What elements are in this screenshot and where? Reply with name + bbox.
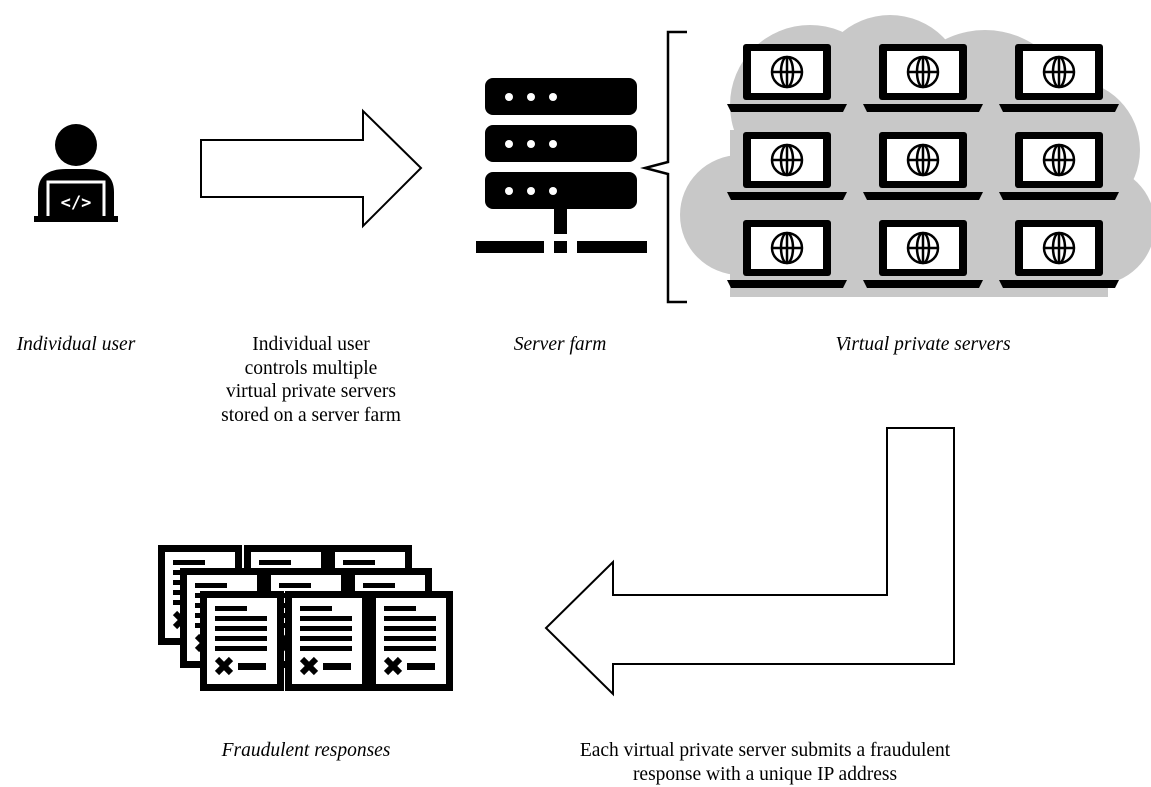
virtual-private-servers-label: Virtual private servers [835,334,1011,355]
document-x-icon [369,591,453,691]
submits-line: response with a unique IP address [632,763,898,785]
fraudulent-responses-label: Fraudulent responses [221,740,391,761]
document-x-icon [285,591,369,691]
right-arrow-icon [200,108,423,229]
controls-description: Individual user controls multiple virtua… [191,333,431,427]
bent-down-left-arrow-icon [544,427,955,697]
individual-user-label: Individual user [16,334,136,355]
controls-line: stored on a server farm [221,404,401,426]
vps-grid [725,42,1121,290]
controls-line: virtual private servers [225,381,396,402]
server-farm-label: Server farm [513,334,607,355]
left-brace-icon [640,30,687,304]
controls-line: controls multiple [244,357,378,379]
submits-line: Each virtual private server submits a fr… [579,740,951,761]
submits-description: Each virtual private server submits a fr… [530,739,1000,786]
document-x-icon [200,591,284,691]
user-laptop-code-icon: </> [34,124,118,222]
svg-text:</>: </> [61,193,92,213]
controls-line: Individual user [252,334,370,355]
response-documents [158,545,453,691]
server-rack-icon [476,78,647,253]
